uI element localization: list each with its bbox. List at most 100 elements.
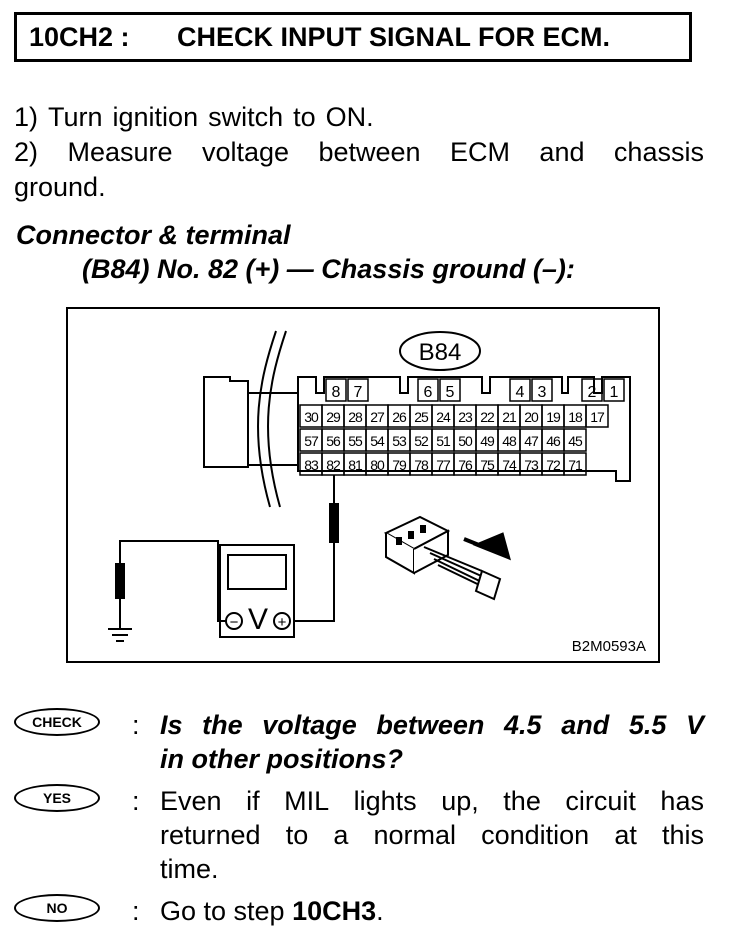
word: to [293,102,316,132]
figure-id: B2M0593A [571,638,646,655]
word: and [561,710,610,740]
word: at [614,820,637,850]
minus-symbol: − [230,614,239,631]
pin-number: 78 [414,457,429,473]
answer-line: Even if MIL lights up, the circuit has [160,784,704,818]
pin-number: 26 [392,409,407,425]
connector-label: B84 [419,339,462,366]
word: ON. [325,102,374,132]
pin-number: 19 [546,409,561,425]
pin-number: 52 [414,433,429,449]
step-2: 2) Measure voltage between ECM and chass… [14,135,704,170]
answer-line: time. [160,854,219,884]
word: returned [160,820,261,850]
connector-label-oval [399,331,481,371]
check-badge: CHECK [14,708,100,736]
pin-number: 73 [524,457,539,473]
pin-number: 75 [480,457,495,473]
pin-number: 79 [392,457,407,473]
word: MIL [284,786,330,816]
pin-number: 57 [304,433,319,449]
pin-number: 55 [348,433,363,449]
top-pins: 8 7 6 5 4 3 2 1 [325,378,625,402]
voltmeter-display [227,554,287,590]
step-number: 1) [14,102,39,132]
plus-symbol: + [278,614,287,631]
pin-label: 4 [516,384,525,401]
word: the [503,786,541,816]
pin-number: 22 [480,409,495,425]
word: voltage [262,710,357,740]
word: between [376,710,485,740]
pin-number: 27 [370,409,385,425]
pin-number: 49 [480,433,495,449]
pin-number: 71 [568,457,583,473]
pin-number: 76 [458,457,473,473]
pin-cell [585,404,609,428]
word: Measure [67,137,173,167]
colon: : [132,710,140,740]
word: Turn [48,102,103,132]
pin-number: 30 [304,409,319,425]
word: lights [353,786,417,816]
word: chassis [613,137,704,167]
pin-number: 28 [348,409,363,425]
pin-number: 81 [348,457,363,473]
step-1: 1) Turn ignition switch to ON. [14,100,704,135]
pin-label: 7 [354,384,363,401]
next-step-code: 10CH3 [292,896,377,926]
negative-lead [119,540,226,622]
pin-number: 48 [502,433,517,449]
step-code: 10CH2 : [29,22,130,52]
word: ECM [449,137,510,167]
harness-housing [203,376,249,468]
title-box: 10CH2 : CHECK INPUT SIGNAL FOR ECM. [14,12,692,62]
instruction-steps: 1) Turn ignition switch to ON. 2) Measur… [14,100,704,205]
word: between [318,137,421,167]
word: condition [481,820,590,850]
no-answer: Go to step 10CH3. [160,894,704,928]
plus-terminal [273,612,291,630]
answer-line: returned to a normal condition at this [160,818,704,852]
terminal-spec: (B84) No. 82 (+) — Chassis ground (–): [82,254,575,284]
word: a [333,820,349,850]
word: circuit [565,786,636,816]
word: the [202,710,243,740]
word: normal [373,820,456,850]
pin-number: 80 [370,457,385,473]
pin-number: 17 [590,409,605,425]
negative-probe [115,563,125,599]
pin-number: 51 [436,433,451,449]
pin-number: 21 [502,409,517,425]
pin-number: 20 [524,409,539,425]
pin-number: 50 [458,433,473,449]
period: . [376,896,384,926]
ground-symbol [108,599,132,642]
break-line [267,330,287,508]
word: voltage [201,137,290,167]
step-title: CHECK INPUT SIGNAL FOR ECM. [177,22,611,52]
pin-number: 24 [436,409,451,425]
pin-number: 53 [392,433,407,449]
colon: : [132,896,140,926]
word: 5.5 [628,710,667,740]
pin-number: 74 [502,457,517,473]
word: V [685,710,704,740]
connector-icon [383,515,511,601]
word: Even [160,786,222,816]
question-line: Is the voltage between 4.5 and 5.5 V [160,708,704,742]
word: to [285,820,309,850]
pin-label: 3 [538,384,547,401]
pin-number: 18 [568,409,583,425]
word: if [246,786,260,816]
positive-lead [290,543,335,622]
step-2-continued: ground. [14,172,106,202]
step-number: 2) [14,137,39,167]
pin-number: 45 [568,433,583,449]
check-question: Is the voltage between 4.5 and 5.5 V in … [160,708,704,776]
yes-badge: YES [14,784,100,812]
word: up, [441,786,479,816]
